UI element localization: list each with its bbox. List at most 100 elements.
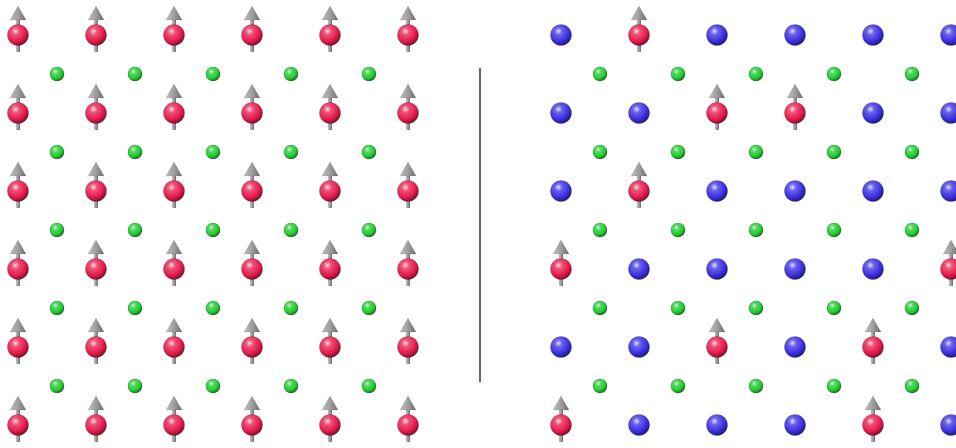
magnetic-atom [707,103,728,124]
magnetic-atom [164,25,185,46]
magnetic-atom [398,103,419,124]
interstitial-atom [206,301,220,315]
magnetic-atom [164,181,185,202]
interstitial-atom [50,67,64,81]
interstitial-atom [50,223,64,237]
nonmagnetic-atom [629,259,650,280]
interstitial-atom [671,301,685,315]
magnetic-atom [551,415,572,436]
nonmagnetic-atom [629,103,650,124]
nonmagnetic-atom [551,181,572,202]
interstitial-atom [749,379,763,393]
interstitial-atom [827,301,841,315]
interstitial-atom [284,223,298,237]
interstitial-atom [593,301,607,315]
interstitial-atom [128,379,142,393]
nonmagnetic-atom [707,181,728,202]
nonmagnetic-atom [551,103,572,124]
nonmagnetic-atom [863,259,884,280]
nonmagnetic-atom [707,259,728,280]
magnetic-atom [86,415,107,436]
magnetic-atom [86,259,107,280]
interstitial-atom [128,67,142,81]
magnetic-atom [320,181,341,202]
nonmagnetic-atom [785,415,806,436]
magnetic-atom [8,415,29,436]
magnetic-atom [863,415,884,436]
interstitial-atom [827,379,841,393]
interstitial-atom [749,301,763,315]
nonmagnetic-atom [551,337,572,358]
interstitial-atom [827,145,841,159]
magnetic-atom [785,103,806,124]
interstitial-atom [362,67,376,81]
interstitial-atom [905,145,919,159]
magnetic-atom [320,25,341,46]
interstitial-atom [284,379,298,393]
nonmagnetic-atom [785,337,806,358]
interstitial-atom [206,379,220,393]
magnetic-atom [398,259,419,280]
interstitial-atom [671,379,685,393]
magnetic-atom [242,181,263,202]
nonmagnetic-atom [863,103,884,124]
interstitial-atom [593,67,607,81]
interstitial-atom [284,67,298,81]
magnetic-atom [398,181,419,202]
magnetic-atom [8,25,29,46]
interstitial-atom [671,145,685,159]
magnetic-atom [164,337,185,358]
magnetic-atom [629,25,650,46]
magnetic-atom [398,25,419,46]
magnetic-atom [320,415,341,436]
interstitial-atom [905,223,919,237]
nonmagnetic-atom [629,337,650,358]
interstitial-atom [593,223,607,237]
magnetic-atom [629,181,650,202]
interstitial-atom [671,223,685,237]
magnetic-atom [86,103,107,124]
interstitial-atom [749,223,763,237]
interstitial-atom [50,145,64,159]
magnetic-atom [242,337,263,358]
interstitial-atom [827,223,841,237]
interstitial-atom [593,379,607,393]
magnetic-atom [86,181,107,202]
nonmagnetic-atom [707,415,728,436]
interstitial-atom [905,301,919,315]
interstitial-atom [128,223,142,237]
interstitial-atom [362,379,376,393]
magnetic-atom [398,415,419,436]
magnetic-atom [242,25,263,46]
magnetic-atom [8,181,29,202]
nonmagnetic-atom [785,259,806,280]
magnetic-atom [8,259,29,280]
magnetic-atom [707,337,728,358]
magnetic-atom [398,337,419,358]
nonmagnetic-atom [863,181,884,202]
interstitial-atom [905,379,919,393]
interstitial-atom [362,223,376,237]
interstitial-atom [593,145,607,159]
interstitial-atom [362,145,376,159]
nonmagnetic-atom [785,25,806,46]
magnetic-atom [242,103,263,124]
interstitial-atom [50,301,64,315]
interstitial-atom [128,145,142,159]
magnetic-atom [242,259,263,280]
magnetic-atom [320,337,341,358]
interstitial-atom [128,301,142,315]
magnetic-atom [863,337,884,358]
interstitial-atom [284,145,298,159]
interstitial-atom [284,301,298,315]
interstitial-atom [671,67,685,81]
magnetic-atom [320,103,341,124]
interstitial-atom [206,223,220,237]
interstitial-atom [749,67,763,81]
magnetic-atom [8,103,29,124]
magnetic-atom [86,25,107,46]
magnetic-atom [164,415,185,436]
interstitial-atom [362,301,376,315]
